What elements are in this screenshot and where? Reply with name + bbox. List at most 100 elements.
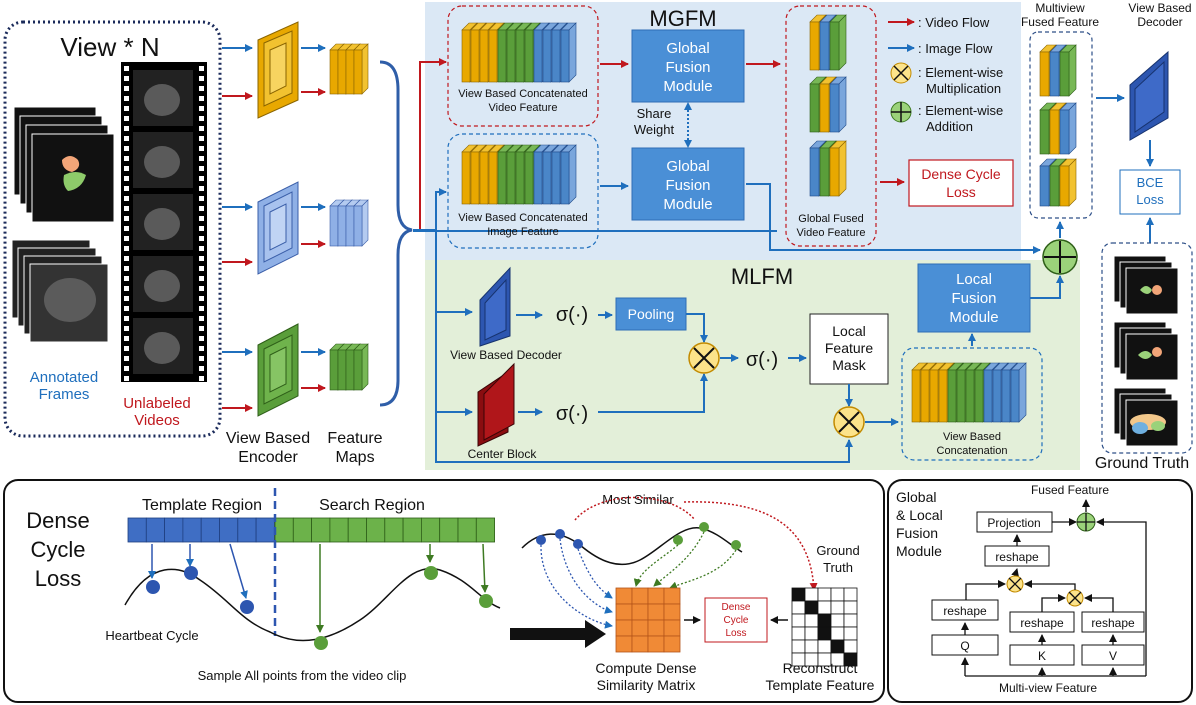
k-box: K	[1009, 644, 1075, 666]
encoder-yellow	[257, 21, 299, 119]
sigma-1: σ(·)	[556, 304, 588, 326]
reshape-q: reshape	[931, 599, 999, 621]
sample-text: Sample All points from the video clip	[198, 668, 407, 683]
film-strip	[121, 62, 207, 382]
lfm-to-add	[1030, 275, 1064, 299]
annotated-frames-stack	[13, 106, 115, 223]
template-cells	[127, 517, 275, 543]
reshape-top: reshape	[984, 545, 1050, 567]
view-decoder-label: View Based Decoder	[450, 348, 562, 362]
multiply-node-1	[688, 342, 720, 374]
q-box: Q	[931, 634, 999, 656]
multiply-node-2	[833, 406, 865, 438]
ground-truth-box	[1101, 242, 1193, 454]
fused-feature-label: Fused Feature	[1031, 483, 1109, 497]
view-to-encoder-arrows	[222, 44, 253, 412]
mult-to-reshape	[1011, 568, 1019, 577]
feature-maps-green	[329, 343, 369, 391]
ground-truth-images	[1113, 255, 1179, 447]
svg-text:: Video Flow: : Video Flow	[918, 15, 990, 30]
residual-line	[1096, 518, 1147, 676]
multiview-feature-label: Multi-view Feature	[999, 681, 1097, 695]
echo-frames-stack	[11, 239, 109, 343]
v-to-mult2	[1084, 594, 1114, 612]
encoder-blue	[257, 181, 299, 275]
search-points	[314, 543, 493, 650]
projection-box: Projection	[976, 511, 1053, 533]
reshape-v: reshape	[1081, 611, 1145, 633]
feature-maps-blue	[329, 199, 369, 247]
template-region-label: Template Region	[142, 497, 262, 514]
similarity-points	[536, 522, 741, 550]
pooling-box: Pooling	[615, 297, 687, 331]
legend: : Video Flow : Image Flow : Element-wise…	[888, 15, 1003, 134]
svg-text:reshape: reshape	[1091, 616, 1135, 630]
sigma-3: σ(·)	[746, 349, 778, 371]
addition-plus-icon	[1044, 241, 1076, 273]
multiview-fused-feature	[1039, 44, 1077, 207]
search-region-label: Search Region	[319, 497, 425, 514]
heartbeat-label: Heartbeat Cycle	[105, 628, 198, 643]
svg-text:Q: Q	[960, 639, 969, 653]
brace	[379, 60, 413, 407]
v-box: V	[1081, 644, 1145, 666]
view-panel	[3, 20, 222, 438]
view-decoder-block	[479, 266, 511, 347]
svg-text:Pooling: Pooling	[628, 306, 675, 322]
feature-maps-yellow	[329, 43, 369, 95]
k-to-mult2	[1041, 594, 1066, 612]
center-block	[477, 362, 515, 447]
sigma-2: σ(·)	[556, 403, 588, 425]
center-block-label: Center Block	[468, 447, 538, 461]
image-concat-feature	[461, 144, 577, 205]
mgfm-title: MGFM	[649, 6, 716, 31]
ground-truth-matrix	[791, 587, 858, 667]
svg-text:: Image Flow: : Image Flow	[918, 41, 993, 56]
view-concat-feature	[911, 362, 1027, 423]
most-similar-arrow	[574, 496, 696, 521]
global-fused-box	[785, 5, 877, 247]
view-title: View * N	[60, 32, 159, 62]
video-feature-box	[447, 5, 599, 127]
svg-text:reshape: reshape	[995, 550, 1039, 564]
encoder-to-maps-arrows	[301, 44, 326, 392]
mlfm-title: MLFM	[731, 264, 793, 289]
svg-text:K: K	[1038, 649, 1046, 663]
big-black-arrow	[510, 620, 606, 648]
mult2-to-mult1	[1024, 580, 1076, 590]
encoder-green	[257, 323, 299, 417]
multiply-small-2	[1066, 589, 1084, 607]
pooling-to-mult	[686, 313, 708, 343]
similarity-links	[540, 531, 737, 629]
